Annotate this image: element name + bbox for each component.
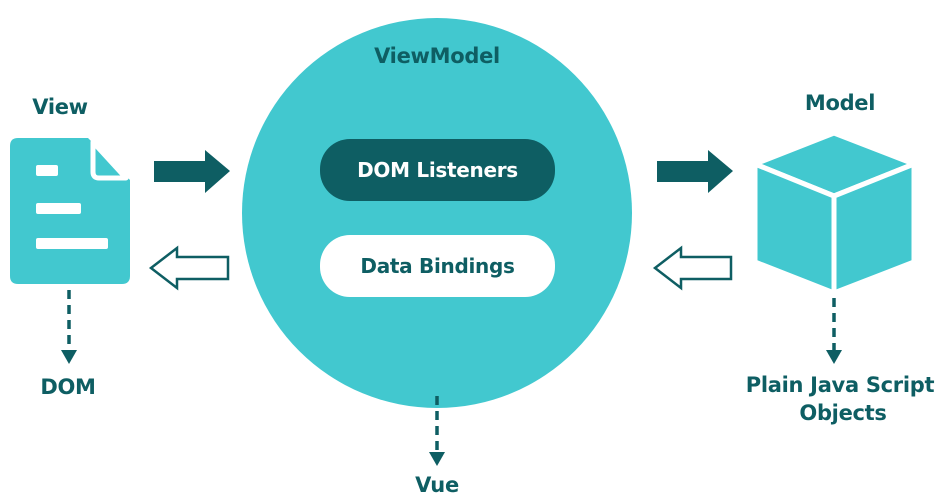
arrow-left-outline-model-to-viewmodel xyxy=(652,245,733,291)
arrow-right-solid-viewmodel-to-model xyxy=(657,150,733,193)
view-label: View xyxy=(32,95,88,119)
arrow-right-solid-view-to-viewmodel xyxy=(154,150,230,193)
plain-js-label: Plain Java Script xyxy=(745,373,935,397)
data-bindings-pill: Data Bindings xyxy=(320,235,555,297)
viewmodel-circle xyxy=(242,18,632,408)
view-dom-dashed-arrow xyxy=(61,290,77,364)
vue-label: Vue xyxy=(415,473,459,497)
arrow-left-outline-viewmodel-to-view xyxy=(148,245,230,291)
viewmodel-label: ViewModel xyxy=(374,44,500,68)
cube-icon xyxy=(752,130,917,296)
objects-label: Objects xyxy=(799,401,887,425)
viewmodel-vue-dashed-arrow xyxy=(429,396,445,466)
document-icon xyxy=(10,138,130,284)
dom-label: DOM xyxy=(40,375,96,399)
model-label: Model xyxy=(804,91,876,115)
dom-listeners-pill: DOM Listeners xyxy=(320,139,555,201)
model-objects-dashed-arrow xyxy=(826,298,842,364)
